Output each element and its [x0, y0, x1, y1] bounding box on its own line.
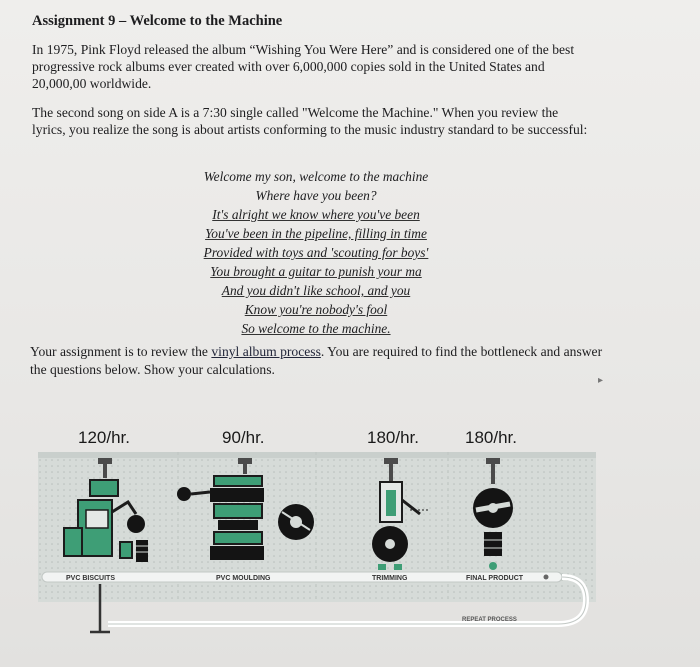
vinyl-process-link[interactable]: vinyl album process	[211, 344, 321, 359]
rate-pvc-moulding: 90/hr.	[222, 428, 265, 447]
assignment-text-before: Your assignment is to review the	[30, 344, 212, 359]
cursor-mark: ▸	[598, 375, 604, 386]
lyric-line: It's alright we know where you've been	[212, 207, 420, 222]
intro-paragraph: In 1975, Pink Floyd released the album “…	[32, 42, 575, 91]
station-label-pvc-biscuits: PVC BISCUITS	[66, 575, 115, 582]
pvc-moulding-press-icon	[177, 458, 314, 560]
lyric-line: And you didn't like school, and you	[221, 283, 411, 298]
assignment-instructions: Your assignment is to review the vinyl a…	[30, 343, 610, 379]
assignment-title: Assignment 9 – Welcome to the Machine	[32, 13, 283, 29]
station-label-trimming: TRIMMING	[372, 575, 408, 582]
trimming-machine-icon	[372, 458, 428, 570]
repeat-process-label: REPEAT PROCESS	[462, 617, 517, 623]
assignment-text-after: . You are required to find the bottlenec…	[30, 344, 603, 377]
final-product-record-icon	[473, 458, 513, 570]
rate-final-product: 180/hr.	[465, 428, 517, 447]
lyric-line: Know you're nobody's fool	[244, 302, 388, 317]
song-paragraph: The second song on side A is a 7:30 sing…	[32, 105, 588, 137]
lyrics-block: Welcome my son, welcome to the machine W…	[190, 167, 442, 338]
rate-pvc-biscuits: 120/hr.	[78, 428, 130, 447]
vinyl-process-diagram: PVC BISCUITS PVC MOULDING TRIMMING FINAL…	[38, 452, 596, 634]
lyric-line: Welcome my son, welcome to the machine	[203, 169, 429, 184]
lyric-line: Provided with toys and 'scouting for boy…	[203, 245, 429, 260]
station-label-pvc-moulding: PVC MOULDING	[216, 575, 271, 582]
lyric-line: You brought a guitar to punish your ma	[210, 264, 422, 279]
lyric-line: So welcome to the machine.	[241, 321, 391, 336]
pvc-biscuit-machine-icon	[63, 458, 148, 562]
lyric-line: You've been in the pipeline, filling in …	[205, 226, 427, 241]
rate-trimming: 180/hr.	[367, 428, 419, 447]
station-label-final-product: FINAL PRODUCT	[466, 575, 524, 582]
lyric-line: Where have you been?	[255, 188, 377, 203]
